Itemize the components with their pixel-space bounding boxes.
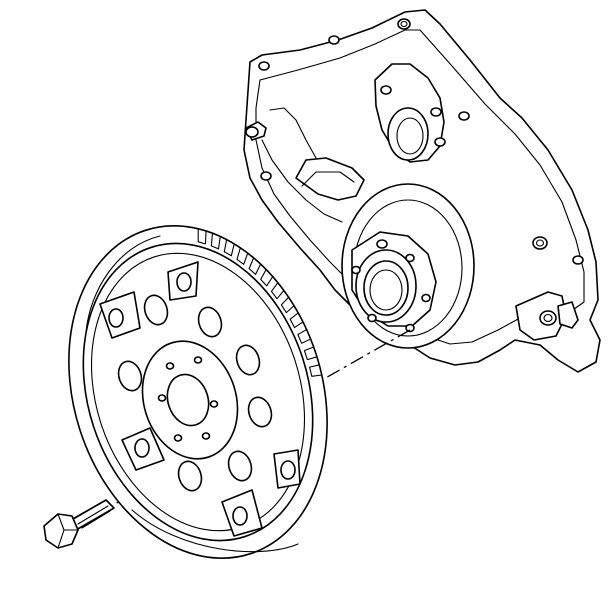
gear-tooth (260, 269, 274, 287)
gear-tooth (289, 312, 304, 329)
gear-tooth (248, 257, 262, 275)
gear-tooth (197, 228, 207, 245)
gear-tooth (280, 296, 295, 314)
gear-tooth (223, 239, 235, 257)
gear-tooth (236, 247, 249, 265)
gear-tooth (210, 232, 221, 250)
flywheel-bolt (43, 499, 115, 549)
gear-tooth (297, 329, 312, 344)
gear-tooth (303, 346, 318, 361)
gear-tooth (270, 282, 285, 300)
alignment-centerline (321, 329, 411, 381)
ring-gear-teeth (197, 228, 323, 377)
flywheel (68, 225, 328, 559)
crankshaft-flange (351, 231, 437, 333)
gear-tooth (309, 364, 323, 377)
